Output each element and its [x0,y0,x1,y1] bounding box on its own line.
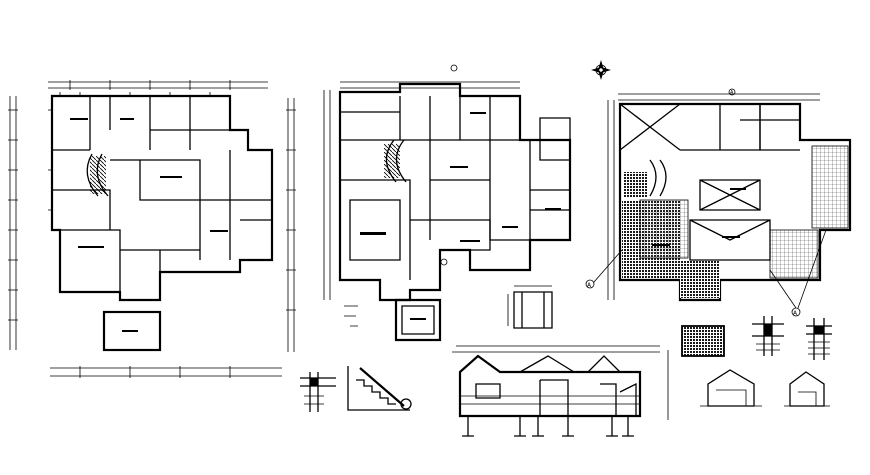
detail-door-frame [507,285,553,329]
building-section [452,345,669,437]
plan-right: A A A [585,88,852,357]
plan-left [8,80,296,378]
callout-marker-c: A [730,90,734,96]
detail-stair-section [347,366,412,411]
plan-middle [323,64,572,342]
callout-marker-b: A [793,310,798,317]
column-detail-a [752,316,784,356]
column-detail-b [806,318,832,360]
callout-marker-a: A [587,282,592,289]
elevation-small-b [784,371,830,407]
compass-rose-icon [591,60,611,80]
detail-column-small [300,372,336,412]
elevation-small-a [700,369,762,407]
